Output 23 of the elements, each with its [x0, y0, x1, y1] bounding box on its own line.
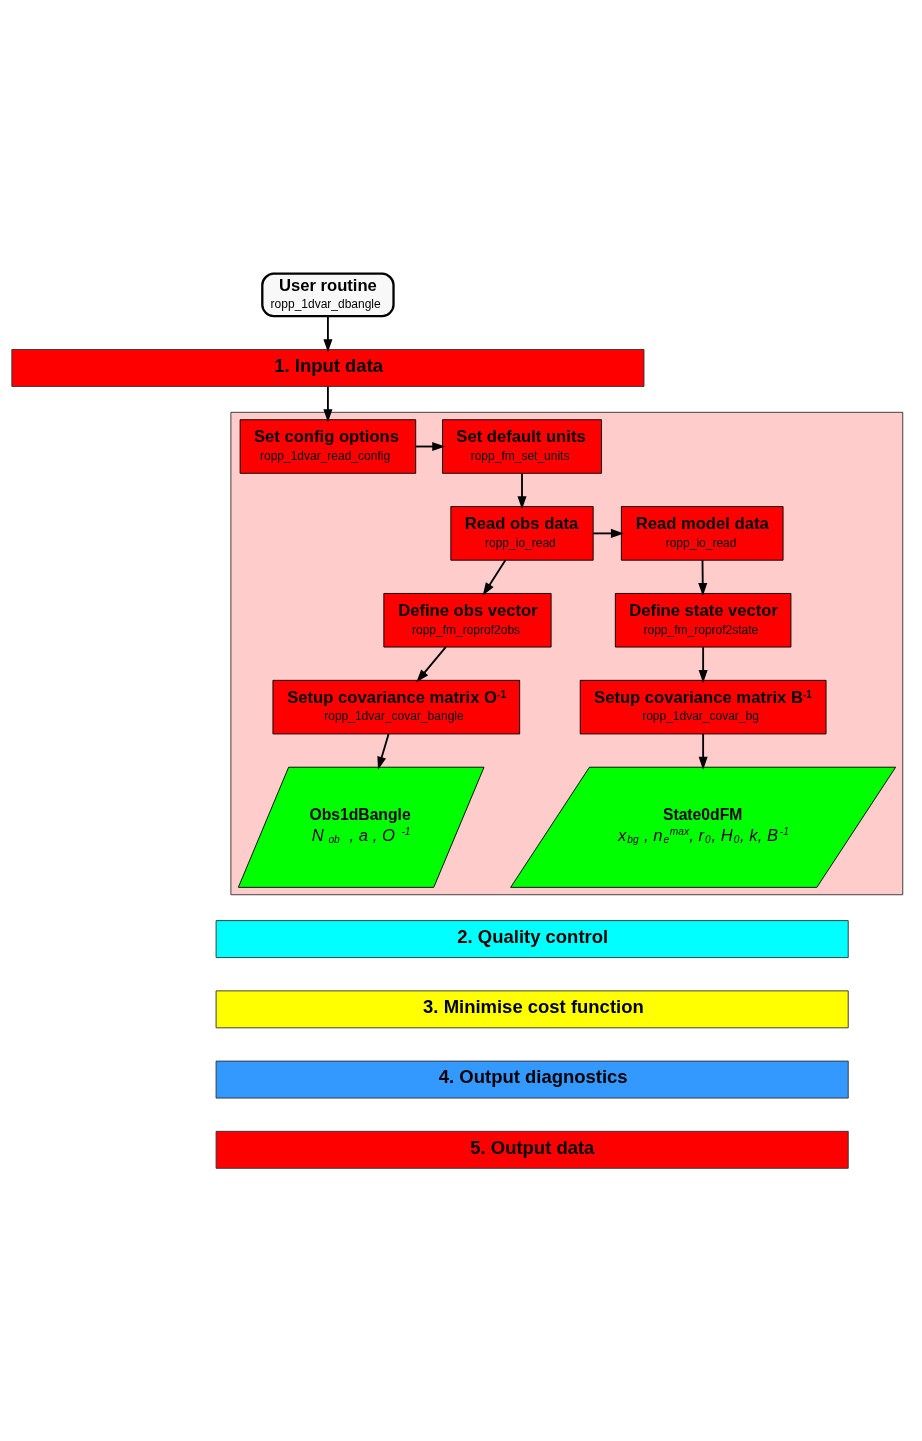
arrow — [698, 645, 708, 683]
arrow — [482, 558, 507, 596]
node-box: User routine ropp_1dvar_dbangle — [261, 272, 395, 317]
node-box: Define obs vector ropp_fm_roprof2obs — [383, 592, 552, 648]
node-box: 2. Quality control — [215, 919, 849, 958]
node-box: Set config options ropp_1dvar_read_config — [239, 418, 417, 474]
node-box: Read model data ropp_io_read — [620, 505, 784, 561]
node-box: Define state vector ropp_fm_roprof2state — [614, 592, 792, 648]
node-box: 1. Input data — [11, 348, 645, 387]
node-box: 5. Output data — [215, 1130, 849, 1169]
arrow — [416, 645, 447, 682]
node-box: Set default units ropp_fm_set_units — [442, 418, 602, 474]
arrow — [592, 528, 624, 538]
node-box: 4. Output diagnostics — [215, 1060, 849, 1099]
arrow — [323, 385, 333, 422]
arrow — [377, 732, 390, 770]
arrow — [698, 732, 708, 770]
node-box: Read obs data ropp_io_read — [450, 505, 594, 561]
arrow — [517, 472, 527, 509]
arrow — [698, 558, 708, 596]
node-box: 3. Minimise cost function — [215, 989, 849, 1028]
arrow — [323, 315, 333, 352]
cluster — [230, 411, 904, 895]
